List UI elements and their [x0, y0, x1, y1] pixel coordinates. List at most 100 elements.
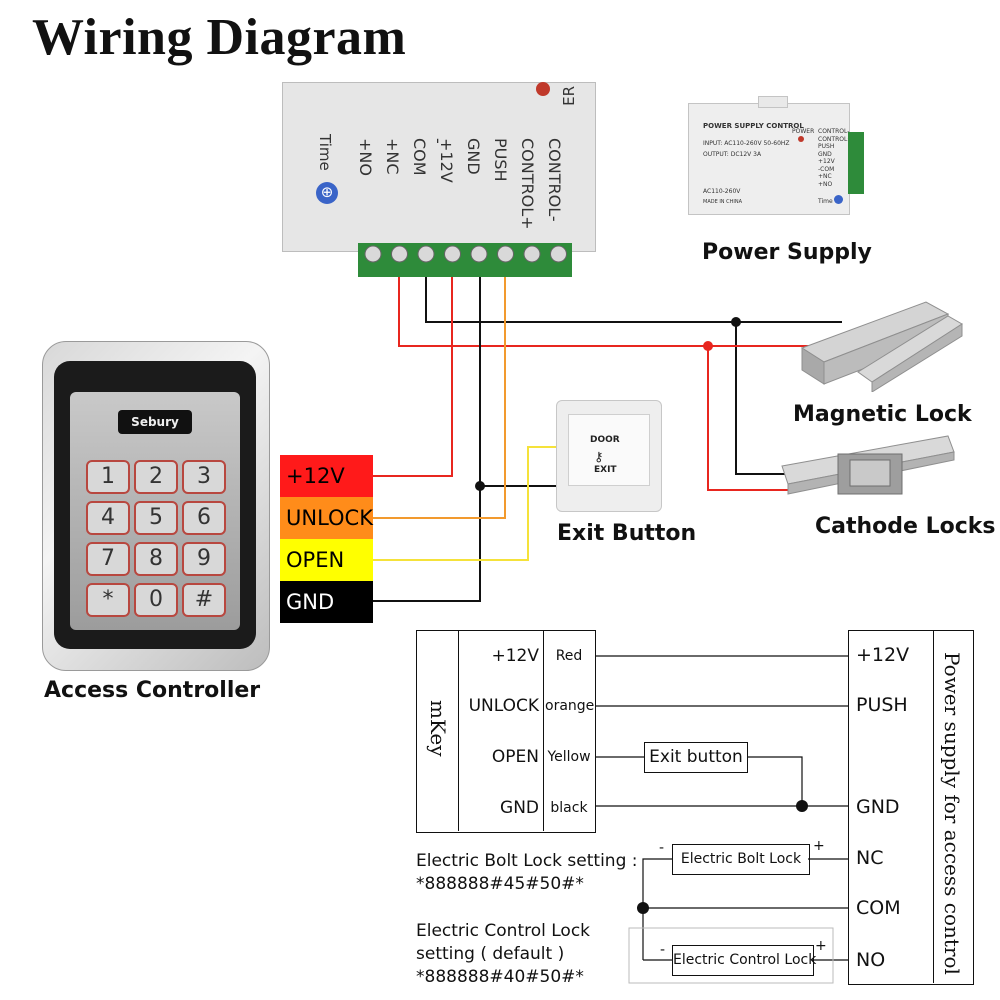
junction-gnd: [475, 481, 485, 491]
wire-block-gnd: GND: [280, 581, 373, 623]
bolt-plus-sign: +: [813, 838, 825, 854]
target-nc: NC: [856, 847, 884, 869]
sps-terminal-label: CONTROL-: [818, 128, 850, 135]
sps-terminal-label: CONTROL+: [818, 135, 853, 143]
exit-exit-text: EXIT: [594, 465, 617, 475]
sps-terminal-label: +NO: [818, 180, 833, 188]
sch-line-exit: [747, 756, 803, 806]
keypad-key[interactable]: 7: [86, 542, 130, 576]
bolt-note-line1: Electric Bolt Lock setting :: [416, 851, 638, 871]
keypad-key[interactable]: 9: [182, 542, 226, 576]
terminal-screw-icon: [391, 245, 408, 263]
sps-terminal-label: +NC: [818, 173, 832, 180]
wire-12v: [373, 262, 453, 477]
keypad-key[interactable]: #: [182, 583, 226, 617]
sps-title: POWER SUPPLY CONTROL: [703, 122, 804, 130]
time-knob-icon[interactable]: ⊕: [316, 182, 338, 204]
mkey-divider: [458, 630, 459, 831]
power-supply-box: [848, 630, 974, 985]
page-title: Wiring Diagram: [32, 9, 407, 66]
control-note-line3: *888888#40#50#*: [416, 967, 584, 987]
magnetic-lock-image: [800, 301, 963, 392]
wire-red-to-cathode: [707, 346, 790, 491]
keypad-key[interactable]: 2: [134, 460, 178, 494]
sps-output: OUTPUT: DC12V 3A: [703, 151, 762, 158]
target-no: NO: [856, 949, 886, 971]
control-note-line2: setting ( default ): [416, 944, 565, 964]
mkey-label: mKey: [426, 700, 450, 757]
sps-rating: AC110-260V: [703, 188, 741, 195]
sch-bolt-lock-box: Electric Bolt Lock: [672, 844, 810, 875]
wire-open: [373, 446, 556, 561]
keypad-key[interactable]: 1: [86, 460, 130, 494]
bolt-note-line2: *888888#45#50#*: [416, 874, 584, 894]
sch-line-bolt-minus: [642, 858, 672, 960]
bolt-setting-note: Electric Bolt Lock setting : *888888#45#…: [416, 850, 638, 896]
keypad-key[interactable]: 8: [134, 542, 178, 576]
junction-com: [731, 317, 741, 327]
keypad-key[interactable]: 0: [134, 583, 178, 617]
keypad-key[interactable]: 6: [182, 501, 226, 535]
sps-terminal-label: +12V: [818, 158, 835, 165]
keypad-key[interactable]: 3: [182, 460, 226, 494]
sps-terminal-label: -COM: [818, 165, 835, 173]
wire-com-to-cathode: [735, 322, 790, 475]
junction-red: [703, 341, 713, 351]
wire-block-unlock: UNLOCK: [280, 497, 373, 539]
power-supply-divider: [933, 630, 934, 983]
keypad-key[interactable]: *: [86, 583, 130, 617]
sps-made: MADE IN CHINA: [703, 199, 743, 205]
terminal-screw-icon: [470, 245, 488, 263]
mkey-wire-color: black: [550, 800, 588, 816]
mkey-wire-color: Yellow: [547, 749, 591, 765]
mkey-pin-label: OPEN: [491, 747, 539, 767]
terminal-label: +12V: [437, 138, 456, 183]
control-minus-sign: -: [660, 942, 666, 958]
caption-cathode-locks: Cathode Locks: [815, 514, 996, 539]
mkey-pin-label: UNLOCK: [468, 696, 539, 716]
time-label: Time: [316, 134, 334, 171]
cathode-lock-image: [781, 435, 955, 495]
terminal-label: PUSH: [491, 138, 510, 182]
caption-magnetic-lock: Magnetic Lock: [793, 402, 972, 427]
sps-led-icon: [798, 136, 804, 142]
brand-logo: Sebury: [118, 410, 192, 434]
sps-input: INPUT: AC110-260V 50-60HZ: [703, 140, 790, 147]
wire-unlock: [373, 262, 506, 519]
power-supply-vertical-label: Power supply for access control: [940, 652, 964, 975]
target-com: COM: [856, 897, 901, 919]
mkey-box: [416, 630, 596, 833]
power-label-partial: ER: [560, 86, 578, 106]
target-push: PUSH: [856, 694, 908, 716]
terminal-label: GND: [464, 138, 483, 175]
sch-junction-gnd: [796, 800, 808, 812]
terminal-screw-icon: [364, 245, 382, 263]
sps-terminal-label: GND: [818, 150, 832, 158]
mkey-pin-label: GND: [500, 798, 539, 818]
mount-tab: [758, 96, 788, 108]
sps-terminal-label: PUSH: [818, 143, 835, 150]
terminal-screw-icon: [550, 245, 567, 263]
wire-block-12v: +12V: [280, 455, 373, 497]
target-gnd: GND: [856, 796, 900, 818]
wire-com: [425, 262, 842, 323]
terminal-label: CONTROL+: [518, 138, 537, 230]
exit-button-face[interactable]: [568, 414, 650, 486]
keypad-key[interactable]: 4: [86, 501, 130, 535]
keypad-key[interactable]: 5: [134, 501, 178, 535]
sps-terminal-block: [848, 132, 864, 194]
mkey-wire-color: Red: [555, 648, 583, 664]
terminal-label: CONTROL-: [545, 138, 564, 222]
sch-exit-button-box: Exit button: [644, 742, 748, 773]
target-12v: +12V: [856, 644, 910, 666]
wire-nc-red: [398, 262, 820, 347]
terminal-screw-icon: [417, 245, 435, 263]
terminal-label: -COM: [410, 138, 448, 176]
sps-time: Time: [818, 198, 833, 205]
terminal-screws: [364, 245, 567, 263]
power-supply-unit: [282, 82, 596, 252]
bolt-minus-sign: -: [659, 840, 665, 856]
control-note-line1: Electric Control Lock: [416, 921, 591, 941]
